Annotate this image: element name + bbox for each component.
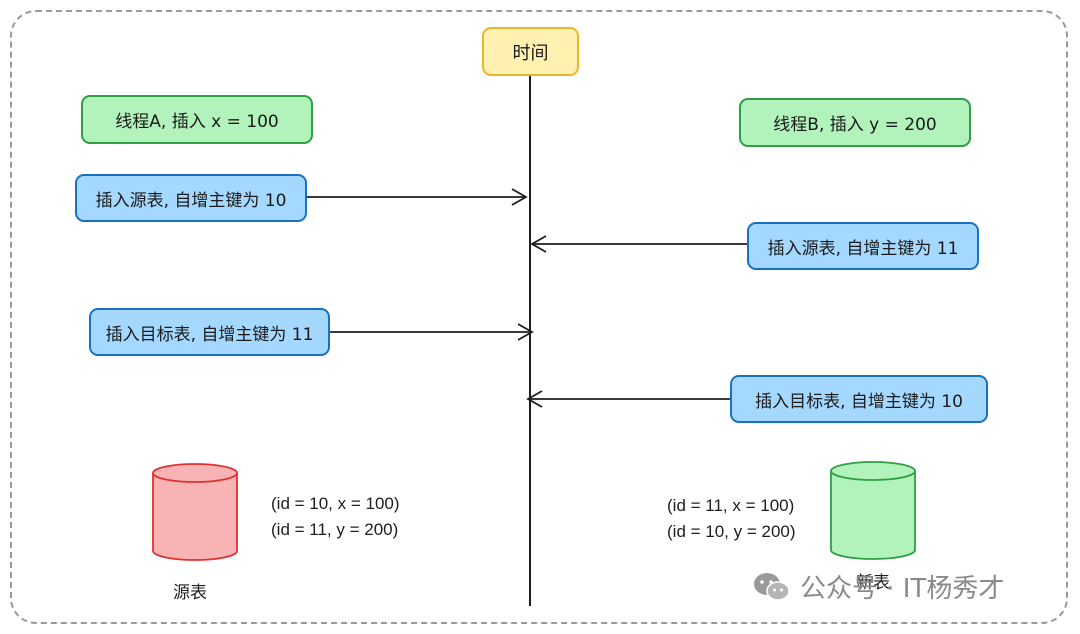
target-row-1: (id = 11, x = 100): [667, 496, 795, 515]
thread-a-label: 线程A, 插入 x = 100: [81, 95, 313, 144]
thread-a-label-text: 线程A, 插入 x = 100: [115, 112, 279, 132]
watermark-text: 公众号 · IT杨秀才: [800, 574, 1005, 604]
step-a-insert-target-text: 插入目标表, 自增主键为 11: [105, 324, 314, 345]
dashed-frame: [10, 10, 1068, 624]
target-row-2: (id = 10, y = 200): [667, 522, 796, 541]
watermark: 公众号 · IT杨秀才: [752, 568, 1004, 605]
timeline-label-text: 时间: [512, 42, 549, 64]
step-b-insert-source-text: 插入源表, 自增主键为 11: [767, 238, 959, 259]
step-a-insert-target: 插入目标表, 自增主键为 11: [89, 308, 330, 356]
source-row-1: (id = 10, x = 100): [271, 494, 400, 513]
step-b-insert-target-text: 插入目标表, 自增主键为 10: [755, 391, 963, 412]
wechat-icon: [754, 572, 790, 601]
target-table-cylinder: [830, 461, 916, 560]
arrowhead-a-target: [517, 323, 534, 341]
step-b-insert-target: 插入目标表, 自增主键为 10: [730, 375, 988, 423]
timeline-label: 时间: [482, 27, 579, 76]
arrowhead-b-source: [530, 235, 547, 253]
target-table-rows: (id = 11, x = 100) (id = 10, y = 200): [667, 493, 796, 545]
source-row-2: (id = 11, y = 200): [271, 520, 399, 539]
step-a-insert-source: 插入源表, 自增主键为 10: [75, 174, 307, 222]
step-b-insert-source: 插入源表, 自增主键为 11: [747, 222, 979, 270]
arrowhead-b-target: [526, 390, 543, 408]
source-table-name: 源表: [173, 583, 207, 602]
source-table-cylinder: [152, 463, 238, 561]
source-table-rows: (id = 10, x = 100) (id = 11, y = 200): [271, 491, 400, 543]
arrowhead-a-source: [511, 188, 528, 206]
thread-b-label-text: 线程B, 插入 y = 200: [773, 115, 937, 135]
step-a-insert-source-text: 插入源表, 自增主键为 10: [95, 190, 287, 211]
thread-b-label: 线程B, 插入 y = 200: [739, 98, 971, 147]
target-table-name: 新表: [856, 573, 890, 592]
